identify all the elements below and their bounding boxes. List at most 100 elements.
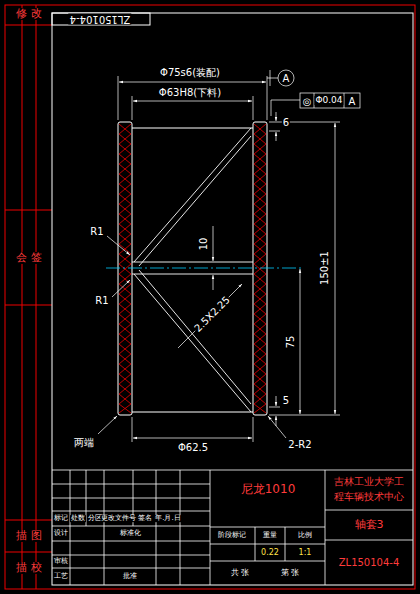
hatch-stroke (254, 124, 266, 134)
hatch-stroke (119, 274, 131, 284)
hatch-stroke (254, 354, 266, 364)
hatch-stroke (119, 314, 131, 324)
hatch-stroke (119, 324, 131, 334)
sign-label: 会 签 (15, 252, 43, 264)
dimension: 10 (198, 237, 209, 252)
company-name: 吉林工业大学工 (333, 476, 405, 487)
hatch-stroke (254, 154, 266, 164)
scale-value: 1:1 (298, 548, 313, 557)
hatch-stroke (119, 344, 131, 354)
hatch-stroke (119, 174, 131, 184)
hatch-stroke (254, 404, 266, 413)
dimension: Φ62.5 (177, 442, 209, 453)
hatch-stroke (254, 304, 266, 314)
hatch-stroke (254, 194, 266, 204)
hatch-stroke (254, 224, 266, 234)
hatch-stroke (254, 404, 266, 413)
sheet-count: 共 张 (230, 569, 251, 578)
hatch-stroke (119, 374, 131, 384)
sheet-border (5, 5, 415, 589)
hatch-stroke (254, 324, 266, 334)
hatch-stroke (119, 194, 131, 204)
hatch-stroke (119, 224, 131, 234)
table-header: 审核 (53, 558, 69, 566)
hatch-stroke (119, 244, 131, 254)
hatch-stroke (254, 244, 266, 254)
hatch-stroke (254, 324, 266, 334)
hatch-stroke (254, 314, 266, 324)
hatch-stroke (119, 334, 131, 344)
hatch-stroke (119, 164, 131, 174)
hatch-stroke (254, 154, 266, 164)
table-header: 比例 (297, 532, 313, 540)
hatch-stroke (254, 224, 266, 234)
hatch-stroke (119, 324, 131, 334)
hatch-stroke (119, 234, 131, 244)
hatch-stroke (254, 214, 266, 224)
hatch-stroke (254, 134, 266, 144)
hatch-stroke (119, 184, 131, 194)
draw-label: 描 图 (15, 530, 43, 542)
hatch-stroke (254, 334, 266, 344)
table-header: 处数 (70, 515, 86, 523)
hatch-stroke (254, 174, 266, 184)
hatch-stroke (119, 384, 131, 394)
hatch-stroke (254, 284, 266, 294)
hatch-stroke (119, 244, 131, 254)
hatch-stroke (254, 204, 266, 214)
tolerance-symbol: ◎ (302, 95, 313, 106)
hatch-stroke (254, 364, 266, 374)
hatch-stroke (119, 264, 131, 274)
hatch-stroke (119, 254, 131, 264)
hatch-stroke (254, 184, 266, 194)
hatch-stroke (254, 344, 266, 354)
hatch-stroke (254, 274, 266, 284)
hatch-stroke (254, 134, 266, 144)
hatch-stroke (119, 134, 131, 144)
company-name: 程车辆技术中心 (333, 491, 405, 502)
hatch-stroke (254, 174, 266, 184)
tolerance-value: Φ0.04 (314, 96, 343, 106)
hatch-stroke (119, 124, 131, 134)
hatch-stroke (119, 204, 131, 214)
hatch-stroke (119, 384, 131, 394)
hatch-stroke (119, 364, 131, 374)
hatch-stroke (119, 204, 131, 214)
hatch-stroke (254, 144, 266, 154)
dimension: Φ63H8(下料) (158, 87, 222, 98)
check-label: 描 校 (15, 562, 43, 574)
title-block (52, 470, 413, 585)
hatch-stroke (254, 164, 266, 174)
radius-callout: R1 (94, 295, 109, 306)
hatch-stroke (119, 164, 131, 174)
hatch-stroke (254, 294, 266, 304)
hatch-stroke (254, 244, 266, 254)
hatch-stroke (119, 314, 131, 324)
hatch-stroke (254, 384, 266, 394)
dimension: 6 (282, 117, 290, 128)
table-header: 批准 (122, 573, 138, 581)
hatch-stroke (119, 394, 131, 404)
table-header: 更改文件号 (100, 515, 137, 523)
drawing-number: ZL150104-4 (338, 557, 401, 568)
hatch-stroke (119, 374, 131, 384)
table-header: 设计 (53, 530, 69, 538)
hatch-stroke (119, 304, 131, 314)
hatch-stroke (119, 214, 131, 224)
hatch-stroke (254, 334, 266, 344)
hatch-stroke (119, 344, 131, 354)
hatch-stroke (119, 154, 131, 164)
hatch-stroke (119, 254, 131, 264)
hatch-stroke (119, 134, 131, 144)
hatch-stroke (119, 154, 131, 164)
material: 尼龙1010 (240, 483, 297, 496)
drawing-number: ZL150104-4 (69, 14, 132, 25)
dimension: 75 (285, 335, 296, 350)
part-name: 轴套3 (354, 519, 385, 531)
note: 两端 (73, 437, 95, 448)
dimension-lines (98, 70, 360, 442)
dimension: 5 (282, 395, 290, 406)
hatch-stroke (254, 374, 266, 384)
weight-value: 0.22 (260, 548, 280, 557)
radius-callout: R1 (89, 226, 104, 237)
